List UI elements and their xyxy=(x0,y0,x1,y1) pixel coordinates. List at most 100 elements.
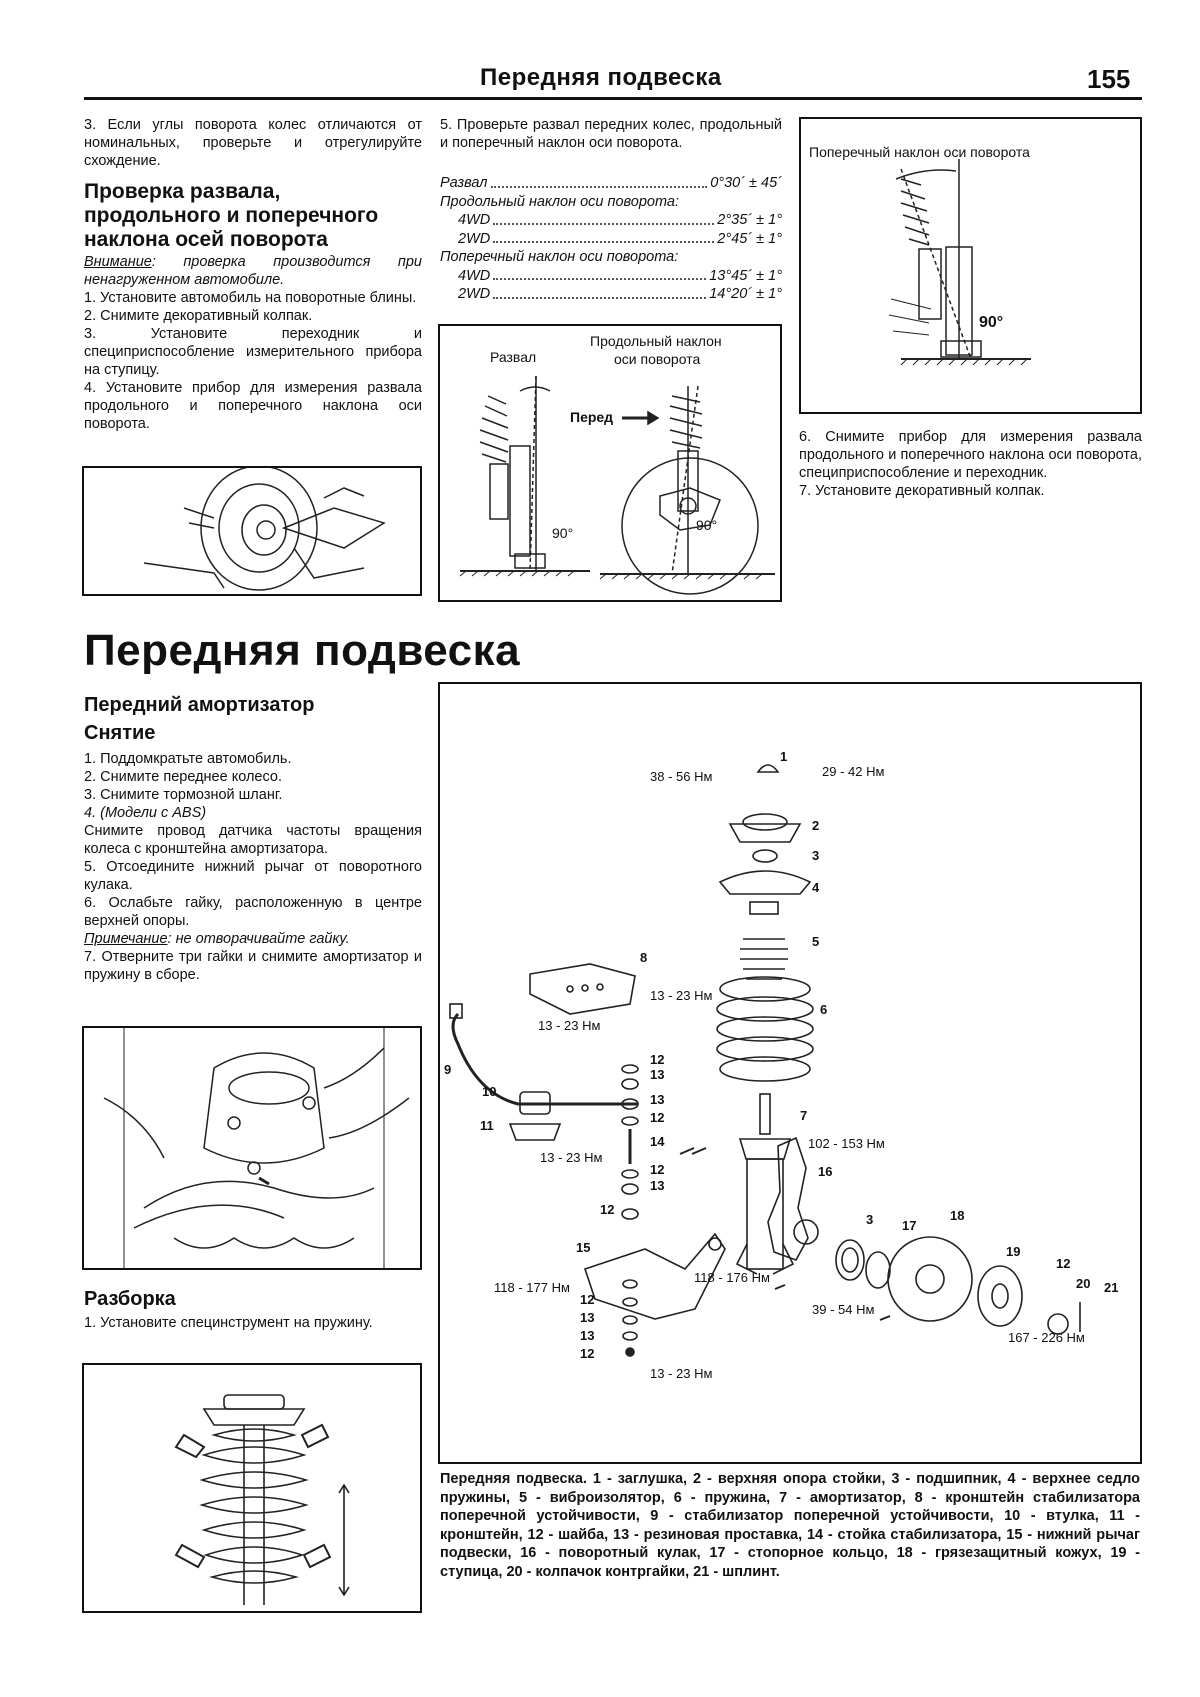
col1-intro: 3. Если углы поворота колес отличаются о… xyxy=(84,117,422,169)
disassembly-step: 1. Установите специнструмент на пружину. xyxy=(84,1315,373,1331)
callout-13-d: 13 xyxy=(580,1310,594,1325)
kingpin-angle-label: 90° xyxy=(979,314,1003,331)
spec-row: 2WD 2°45´ ± 1° xyxy=(440,230,782,249)
caster-angle-label: 90° xyxy=(696,517,717,533)
spec-value: 13°45´ ± 1° xyxy=(709,267,782,284)
camber-caster-figure: Развал Продольный наклон оси поворота Пе… xyxy=(438,324,782,602)
spec-value: 0°30´ ± 45´ xyxy=(710,175,782,191)
spec-row: Поперечный наклон оси поворота: xyxy=(440,248,782,267)
camber-angle-label: 90° xyxy=(552,525,573,541)
attention-text: : проверка производится при ненагруженно… xyxy=(84,254,422,288)
callout-12-a: 12 xyxy=(650,1052,664,1067)
removal-step-7: 7. Отверните три гайки и снимите амортиз… xyxy=(84,949,422,983)
callout-19: 19 xyxy=(1006,1244,1020,1259)
alignment-spec-list: Развал 0°30´ ± 45´ Продольный наклон оси п… xyxy=(440,174,782,304)
caster-label-line1: Продольный наклон xyxy=(590,333,722,349)
callout-12-d: 12 xyxy=(600,1202,614,1217)
torque-lower-arm: 118 - 177 Нм xyxy=(494,1280,570,1295)
removal-step: 6. Ослабьте гайку, расположенную в центр… xyxy=(84,895,422,929)
spec-label: Развал xyxy=(440,175,488,191)
spec-value: 2°35´ ± 1° xyxy=(717,212,782,228)
callout-12-f: 12 xyxy=(580,1292,594,1307)
spec-leader-dots xyxy=(493,211,715,225)
callout-15: 15 xyxy=(576,1240,590,1255)
wheel-gauge-drawing xyxy=(143,465,386,591)
section-title: Передняя подвеска xyxy=(84,626,521,675)
callout-13-a: 13 xyxy=(650,1067,664,1082)
front-suspension-exploded-diagram: 1 2 3 4 5 6 7 8 9 10 11 12 13 13 12 14 1… xyxy=(438,682,1142,1464)
callout-3-top: 3 xyxy=(812,848,819,863)
torque-strut-knuckle: 102 - 153 Нм xyxy=(808,1136,885,1151)
removal-step: 3. Снимите тормозной шланг. xyxy=(84,787,283,803)
removal-step: Снимите провод датчика частоты вращения … xyxy=(84,823,422,857)
torque-ball-joint: 118 - 176 Нм xyxy=(694,1270,770,1285)
spec-row: Развал 0°30´ ± 45´ xyxy=(440,174,782,193)
spec-label: Поперечный наклон оси поворота: xyxy=(440,249,679,265)
caster-label-line2: оси поворота xyxy=(614,351,700,367)
callout-11: 11 xyxy=(480,1118,494,1133)
callout-18: 18 xyxy=(950,1208,964,1223)
kingpin-figure: Поперечный наклон оси поворота 90° xyxy=(799,117,1142,414)
removal-remark: Примечание: не отворачивайте гайку. xyxy=(84,930,422,948)
callout-12-c: 12 xyxy=(650,1162,664,1177)
spec-label: 2WD xyxy=(458,230,491,247)
spring-compressor-figure xyxy=(82,1363,422,1613)
callout-8: 8 xyxy=(640,950,647,965)
col3-step-7: 7. Установите декоративный колпак. xyxy=(799,483,1045,499)
camber-caster-drawing: Развал Продольный наклон оси поворота Пе… xyxy=(459,333,775,595)
gauge-install-figure xyxy=(82,465,422,596)
callout-13-c: 13 xyxy=(650,1178,664,1193)
kingpin-label: Поперечный наклон оси поворота xyxy=(809,144,1030,160)
spec-label: 4WD xyxy=(458,267,491,284)
running-header-title: Передняя подвеска xyxy=(480,64,722,91)
callout-9: 9 xyxy=(444,1062,451,1077)
callout-12-g: 12 xyxy=(580,1346,594,1361)
spec-row: Продольный наклон оси поворота: xyxy=(440,193,782,212)
spec-value: 14°20´ ± 1° xyxy=(709,286,782,302)
torque-bracket: 13 - 23 Нм xyxy=(538,1018,600,1033)
callout-5: 5 xyxy=(812,934,819,949)
callout-20: 20 xyxy=(1076,1276,1090,1291)
callout-10: 10 xyxy=(482,1084,496,1099)
spec-leader-dots xyxy=(493,285,707,299)
removal-step: 1. Поддомкратьте автомобиль. xyxy=(84,751,292,767)
callout-12-b: 12 xyxy=(650,1110,664,1125)
callout-16: 16 xyxy=(818,1164,832,1179)
col3-step-6: 6. Снимите прибор для измерения развала … xyxy=(799,429,1142,481)
callout-6: 6 xyxy=(820,1002,827,1017)
callout-12-e: 12 xyxy=(1056,1256,1070,1271)
torque-link-top: 13 - 23 Нм xyxy=(650,988,712,1003)
spec-row: 4WD 13°45´ ± 1° xyxy=(440,267,782,286)
spec-row: 2WD 14°20´ ± 1° xyxy=(440,285,782,304)
removal-heading: Снятие xyxy=(84,722,156,744)
removal-step: 5. Отсоедините нижний рычаг от поворотно… xyxy=(84,859,422,893)
callout-1: 1 xyxy=(780,749,787,764)
removal-steps: 1. Поддомкратьте автомобиль.2. Снимите п… xyxy=(84,750,422,984)
alignment-check-heading: Проверка развала, продольного и поперечн… xyxy=(84,180,379,251)
torque-shield-bolt: 39 - 54 Нм xyxy=(812,1302,874,1317)
header-rule xyxy=(84,97,1142,100)
kingpin-drawing: Поперечный наклон оси поворота 90° xyxy=(809,144,1031,366)
spec-leader-dots xyxy=(493,267,707,280)
spec-label: 2WD xyxy=(458,286,491,302)
col3-body: 6. Снимите прибор для измерения развала … xyxy=(799,428,1142,500)
spec-value: 2°45´ ± 1° xyxy=(717,230,782,247)
callout-13-e: 13 xyxy=(580,1328,594,1343)
diagram-caption: Передняя подвеска. 1 - заглушка, 2 - вер… xyxy=(440,1471,1140,1580)
callout-3-bearing: 3 xyxy=(866,1212,873,1227)
spec-leader-dots xyxy=(493,230,715,243)
disassembly-heading: Разборка xyxy=(84,1288,176,1310)
callout-4: 4 xyxy=(812,880,820,895)
col2-intro: 5. Проверьте развал передних колес, прод… xyxy=(440,117,782,151)
torque-bushing-bracket: 13 - 23 Нм xyxy=(540,1150,602,1165)
remark-label: Примечание xyxy=(84,931,168,947)
remark-text: : не отворачивайте гайку. xyxy=(167,931,350,947)
col1-step-1: 1. Установите автомобиль на поворотные б… xyxy=(84,290,417,306)
page-number: 155 xyxy=(1087,64,1131,94)
camber-label: Развал xyxy=(490,349,536,365)
col1-step-3: 3. Установите переходник и специприспосо… xyxy=(84,326,422,378)
suspension-parts-drawing: 1 2 3 4 5 6 7 8 9 10 11 12 13 13 12 14 1… xyxy=(444,749,1118,1381)
callout-14: 14 xyxy=(650,1134,665,1149)
torque-top-nut: 29 - 42 Нм xyxy=(822,764,884,779)
